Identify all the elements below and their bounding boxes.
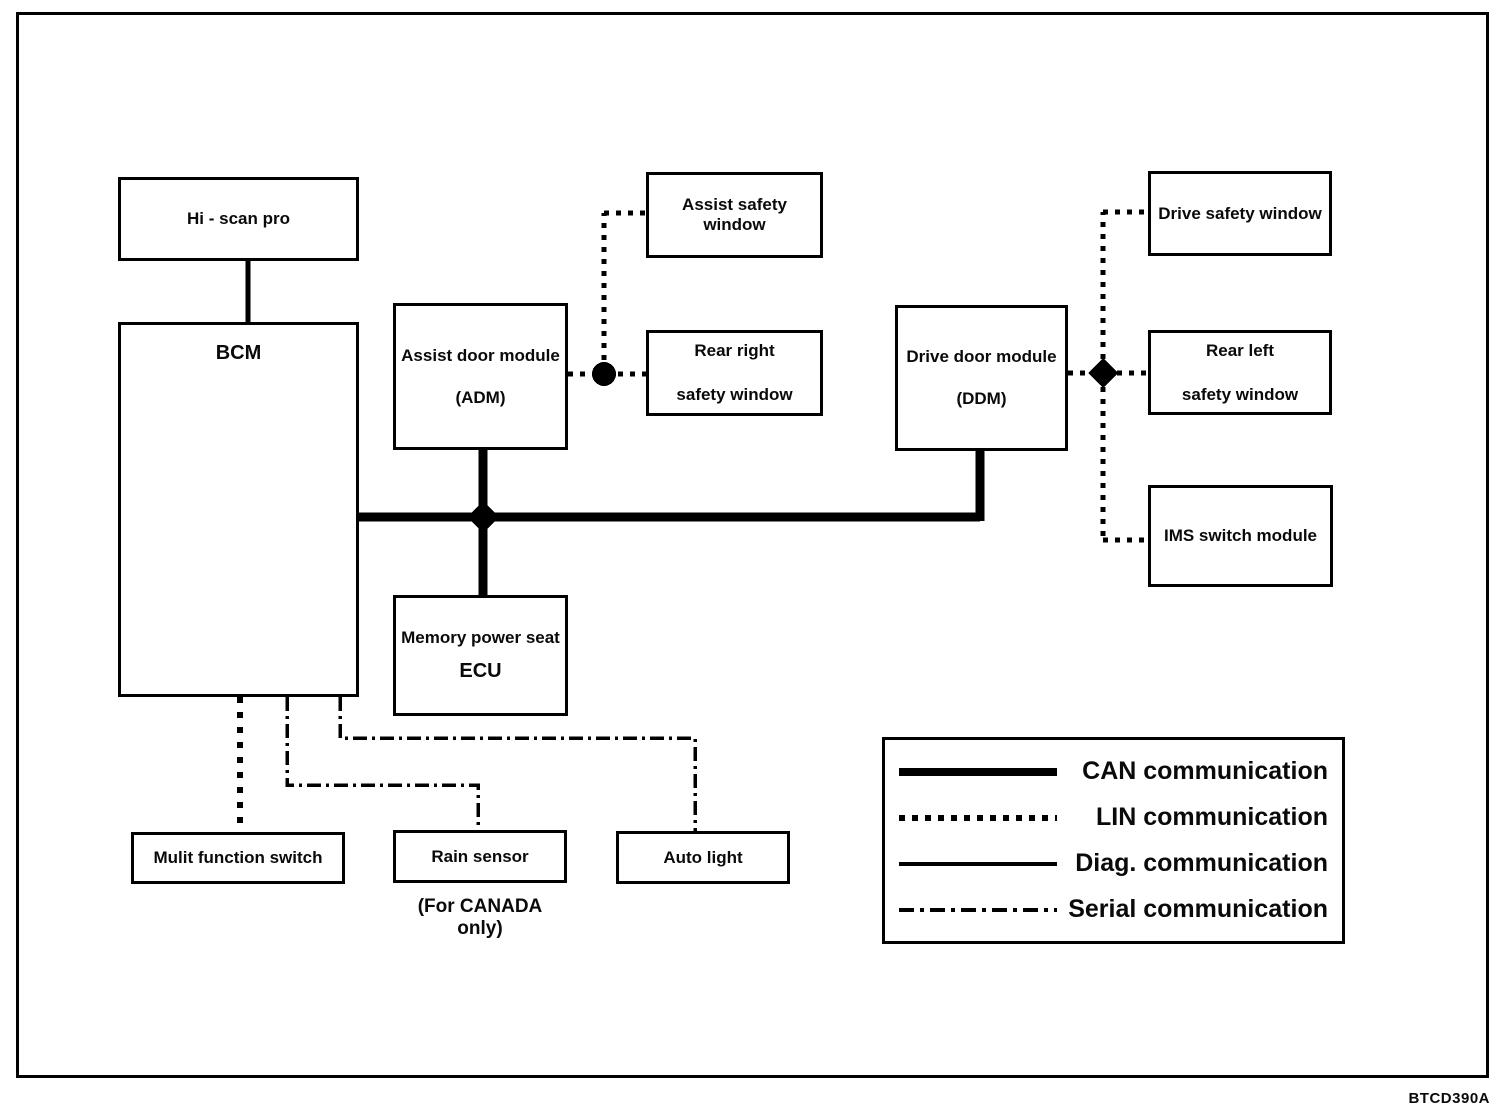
rear-right-label-line2: safety window	[676, 385, 793, 404]
legend-label-lin: LIN communication	[1096, 803, 1328, 831]
legend-label-can: CAN communication	[1082, 757, 1328, 785]
box-hi-scan-pro: Hi - scan pro	[118, 177, 359, 261]
box-multi-function-switch: Mulit function switch	[131, 832, 345, 884]
memory-seat-label-line1: Memory power seat	[401, 627, 560, 647]
box-memory-power-seat-ecu: Memory power seat ECU	[393, 595, 568, 716]
serial-line-auto-light	[338, 697, 697, 831]
diag-line-sample	[899, 861, 1057, 866]
diagram-border	[16, 12, 1489, 1078]
ddm-label-line2: (DDM)	[956, 389, 1007, 408]
serial-line-sample	[899, 907, 1057, 912]
legend-row-diag: Diag. communication	[899, 841, 1330, 887]
box-rear-right-safety-window: Rear right safety window	[646, 330, 823, 416]
assist-safety-window-label: Assist safety window	[682, 195, 787, 234]
serial-line-rain-sensor	[285, 697, 480, 830]
lin-junction-ddm	[1088, 358, 1118, 388]
box-assist-door-module: Assist door module (ADM)	[393, 303, 568, 450]
bcm-label: BCM	[215, 342, 262, 364]
legend-row-can: CAN communication	[899, 749, 1330, 795]
legend-box: CAN communication LIN communication Diag…	[882, 737, 1345, 944]
box-ims-switch-module: IMS switch module	[1148, 485, 1333, 587]
drive-safety-window-label: Drive safety window	[1158, 203, 1322, 223]
box-drive-safety-window: Drive safety window	[1148, 171, 1332, 256]
legend-row-lin: LIN communication	[899, 795, 1330, 841]
box-rear-left-safety-window: Rear left safety window	[1148, 330, 1332, 415]
ims-switch-module-label: IMS switch module	[1163, 526, 1318, 546]
box-rain-sensor: Rain sensor	[393, 830, 567, 883]
multi-function-switch-label: Mulit function switch	[153, 848, 323, 868]
ddm-label-line1: Drive door module	[906, 347, 1057, 367]
legend-label-serial: Serial communication	[1068, 895, 1328, 923]
rear-left-label-line2: safety window	[1181, 384, 1299, 404]
box-auto-light: Auto light	[616, 831, 790, 884]
figure-code: BTCD390A	[1408, 1090, 1490, 1107]
can-junction-dot	[467, 501, 499, 533]
legend-label-diag: Diag. communication	[1075, 849, 1328, 877]
box-assist-safety-window: Assist safety window	[646, 172, 823, 258]
auto-light-label: Auto light	[663, 847, 743, 867]
adm-label-line1: Assist door module	[401, 345, 560, 365]
adm-label-line2: (ADM)	[455, 387, 506, 407]
can-line-sample	[899, 767, 1057, 776]
box-bcm: BCM	[118, 322, 359, 697]
lin-line-sample	[899, 814, 1057, 821]
box-drive-door-module: Drive door module (DDM)	[895, 305, 1068, 451]
hi-scan-pro-label: Hi - scan pro	[187, 209, 290, 229]
rear-left-label-line1: Rear left	[1205, 340, 1275, 360]
rain-sensor-label: Rain sensor	[431, 846, 529, 866]
legend-row-serial: Serial communication	[899, 887, 1330, 933]
rear-right-label-line1: Rear right	[694, 341, 775, 361]
memory-seat-label-line2: ECU	[459, 660, 502, 683]
canada-only-note: (For CANADA only)	[417, 896, 543, 939]
lin-junction-adm	[592, 362, 616, 386]
